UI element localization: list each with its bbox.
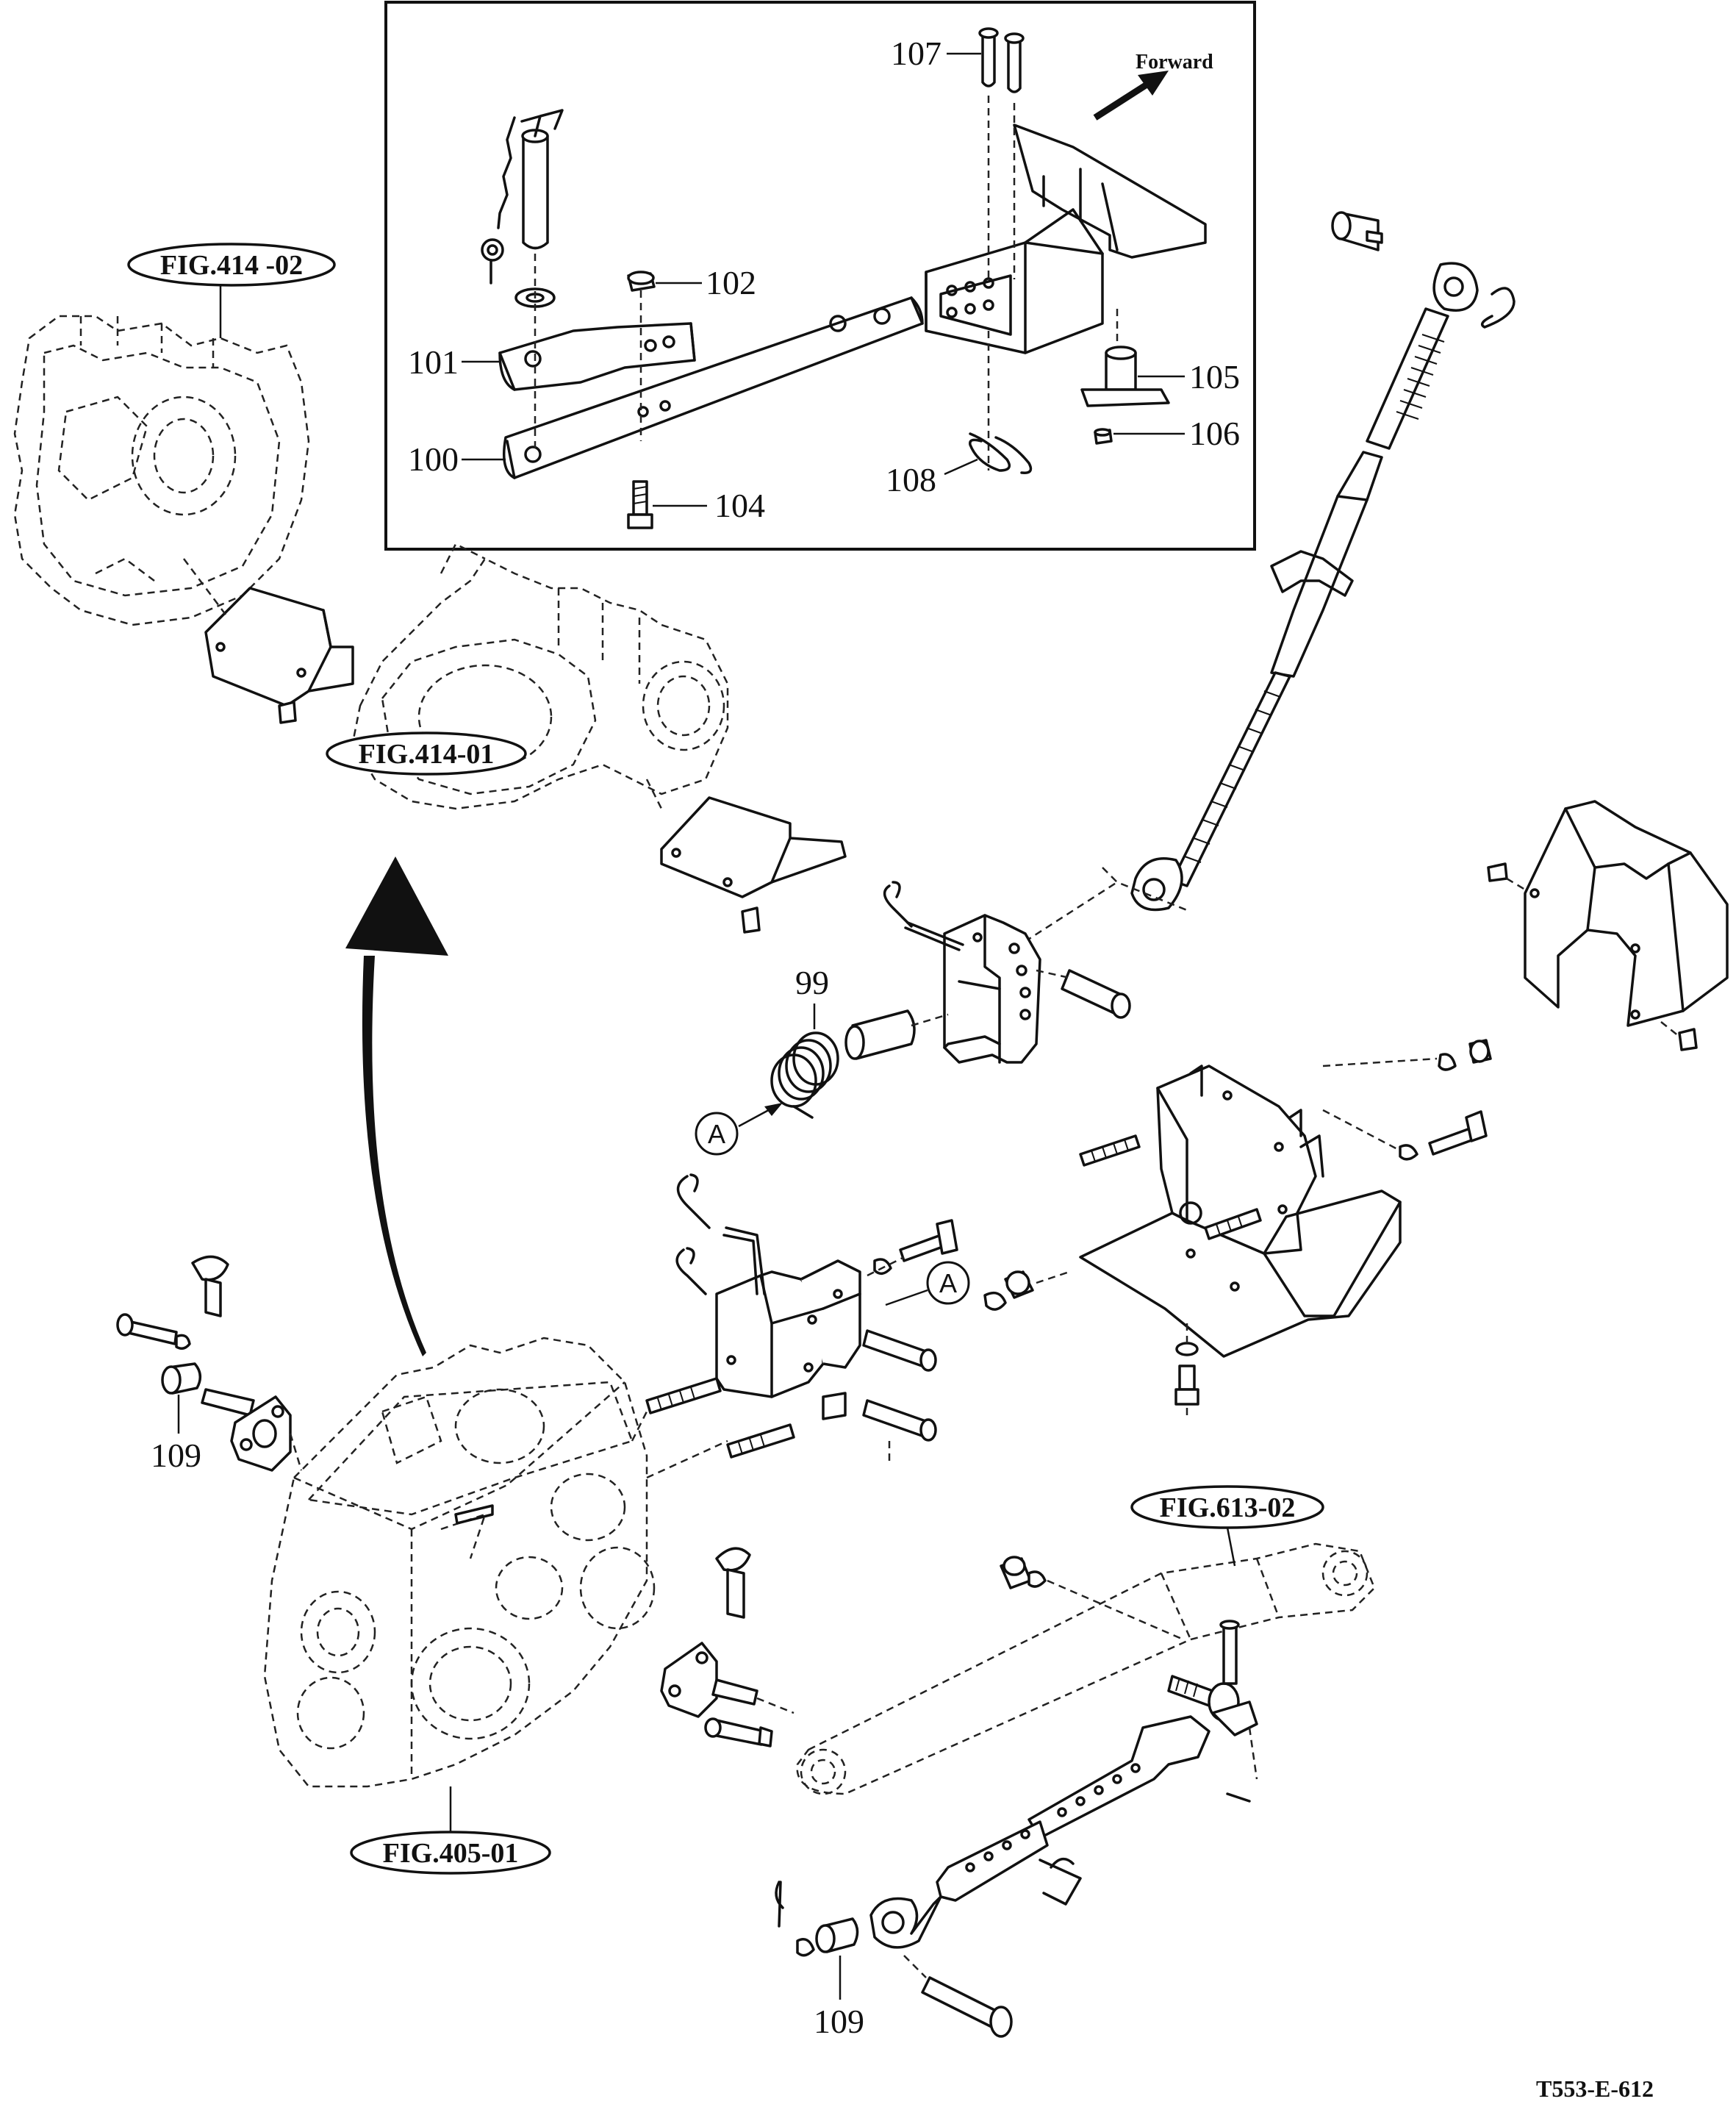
callout-105: 105 — [1189, 358, 1240, 396]
curved-arrow-icon — [345, 856, 448, 1356]
top-link-assembly — [1130, 211, 1516, 912]
fig-ref-405-01[interactable]: FIG.405-01 — [350, 1831, 551, 1875]
callout-109-top: 109 — [151, 1437, 201, 1474]
bracket-plate-center — [660, 796, 847, 934]
screw-106 — [1094, 428, 1113, 445]
bracket-pin — [1061, 969, 1131, 1019]
pin-105 — [1080, 346, 1170, 407]
fig-ref-613-02-label: FIG.613-02 — [1160, 1492, 1296, 1523]
callout-108: 108 — [886, 461, 936, 498]
left-check-fasteners — [116, 1255, 292, 1472]
connector-a-lower[interactable]: A — [926, 1261, 970, 1305]
connector-a-upper-label: A — [708, 1119, 725, 1149]
bracket-plate-left — [204, 587, 354, 724]
gearbox-fig405-01 — [263, 1337, 656, 1788]
bracket-bolt-bottom — [1174, 1342, 1199, 1406]
right-fasteners — [1399, 1039, 1492, 1161]
callout-102: 102 — [706, 264, 756, 301]
studs-to-gearbox — [645, 1377, 795, 1459]
pin-107 — [978, 27, 1025, 93]
stabilizer-assembly — [775, 1620, 1258, 2038]
fig-ref-414-01[interactable]: FIG.414-01 — [326, 731, 527, 776]
flange-shaft-lower — [660, 1642, 773, 1748]
fig-ref-405-01-label: FIG.405-01 — [383, 1838, 519, 1869]
fig-ref-414-02-label: FIG.414 -02 — [160, 250, 303, 281]
forward-label: Forward — [1136, 51, 1213, 74]
housing-fig414-02 — [13, 315, 310, 626]
bolt-104 — [627, 480, 653, 529]
collar-sleeve — [844, 1009, 916, 1060]
swing-plate-101 — [498, 322, 696, 391]
forward-arrow-icon — [1093, 71, 1169, 121]
center-hitch-bracket — [675, 1173, 861, 1420]
callout-99: 99 — [795, 964, 829, 1001]
drawbar-bracket — [925, 124, 1207, 354]
callout-109-bottom: 109 — [814, 2003, 864, 2040]
nut-102 — [627, 271, 656, 292]
lift-pin-lower — [715, 1547, 751, 1619]
spring-99 — [770, 1031, 839, 1119]
callout-104: 104 — [714, 487, 765, 524]
leader-108 — [944, 458, 978, 476]
lower-link-fig613-02 — [796, 1542, 1376, 1795]
connector-a-upper[interactable]: A — [695, 1112, 739, 1156]
diagram-id-caption: T553-E-612 — [1536, 2075, 1654, 2102]
fig-ref-414-02[interactable]: FIG.414 -02 — [127, 243, 336, 287]
callout-107: 107 — [891, 35, 941, 72]
r-pin-108 — [969, 432, 1033, 474]
fig-ref-613-02[interactable]: FIG.613-02 — [1130, 1485, 1324, 1529]
inset-drawbar-detail: Forward 107 — [384, 1, 1256, 551]
side-cover — [1487, 800, 1729, 1051]
drawbar-100 — [503, 296, 924, 479]
hitch-pin-with-chain — [481, 109, 564, 285]
fig-ref-414-01-label: FIG.414-01 — [359, 739, 495, 770]
hitch-mount-bracket — [1079, 1065, 1402, 1358]
top-link-bracket — [883, 881, 1041, 1064]
castle-nut-washer — [1000, 1556, 1047, 1589]
connector-a-lower-label: A — [939, 1268, 957, 1298]
center-fasteners — [862, 1219, 1034, 1442]
callout-101: 101 — [408, 343, 459, 381]
callout-100: 100 — [408, 440, 459, 478]
callout-106: 106 — [1189, 415, 1240, 452]
